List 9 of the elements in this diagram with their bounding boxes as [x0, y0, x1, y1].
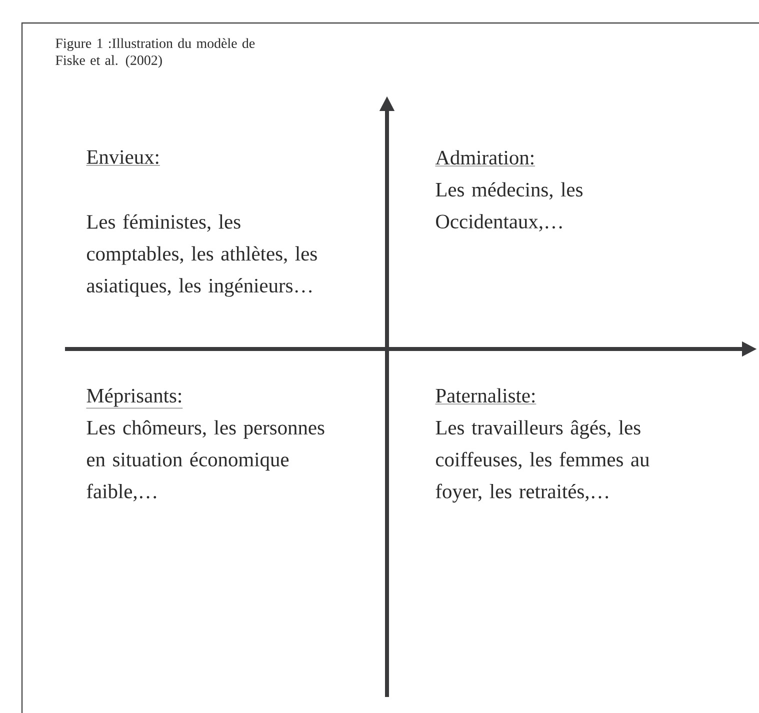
quadrant-heading: Envieux:: [86, 150, 160, 166]
figure-caption: Figure 1 :Illustration du modèle de Fiske et al. (2002): [56, 38, 255, 68]
quadrant-heading: Méprisants:: [86, 388, 183, 408]
quadrant-text: Les féministes, les comptables, les athlètes, les asiatiques, les ingénieurs…: [86, 214, 317, 297]
quadrant-text: Les travailleurs âgés, les coiffeuses, les femmes au foyer, les retraités,…: [436, 420, 650, 503]
quadrant-text: Les chômeurs, les personnes en situation économique faible,…: [86, 420, 324, 502]
quadrant-heading: Paternaliste:: [435, 388, 536, 404]
quadrant-heading: Admiration:: [435, 150, 536, 166]
quadrant-text: Les médecins, les Occidentaux,…: [436, 182, 582, 232]
